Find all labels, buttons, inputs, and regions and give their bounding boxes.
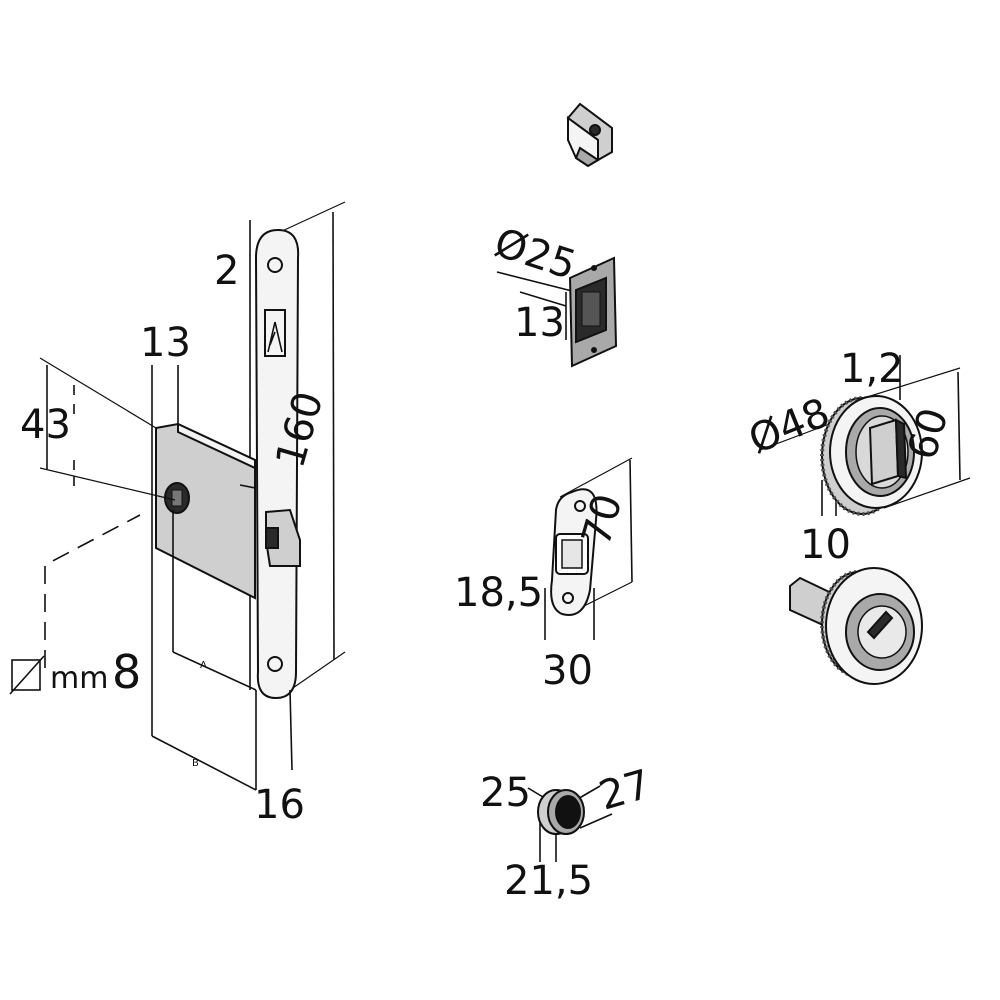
screw-hole-bottom [267, 656, 283, 672]
label-backset-offset: 13 [140, 320, 191, 366]
label-spindle-size: 8 [112, 645, 141, 699]
label-cup-diameter-b: 27 [594, 761, 656, 819]
dimension-labels: 2 160 13 43 16 A B mm 8 Ø25 13 70 30 18,… [20, 220, 958, 904]
cam-piece [566, 102, 613, 168]
label-strike-width: 30 [542, 648, 593, 694]
label-rose-thickness: 1,2 [840, 346, 904, 392]
label-strike-hole: 18,5 [454, 570, 543, 616]
spindle-rose [789, 567, 923, 685]
label-mortise-thickness: 2 [214, 248, 239, 294]
label-spindle-unit: mm [50, 661, 108, 696]
label-dimension-a: A [200, 660, 207, 671]
label-cup-diameter-a: 25 [480, 770, 531, 816]
label-center-distance: 43 [20, 402, 71, 448]
label-rose-depth: 10 [800, 522, 851, 568]
lock-body [155, 422, 256, 600]
privacy-rose [759, 355, 971, 516]
square-spindle-icon [9, 655, 45, 695]
cylinder-cup [496, 256, 618, 368]
label-cylinder-diameter: Ø25 [489, 220, 582, 289]
mortise-lock [39, 201, 346, 791]
label-faceplate-width: 16 [254, 782, 305, 828]
label-cup-depth: 21,5 [504, 858, 593, 904]
label-dimension-b: B [192, 758, 199, 769]
flush-cup [527, 785, 613, 862]
label-cylinder-depth: 13 [514, 300, 565, 346]
strike-plate [544, 457, 633, 640]
screw-hole-top [267, 257, 283, 273]
